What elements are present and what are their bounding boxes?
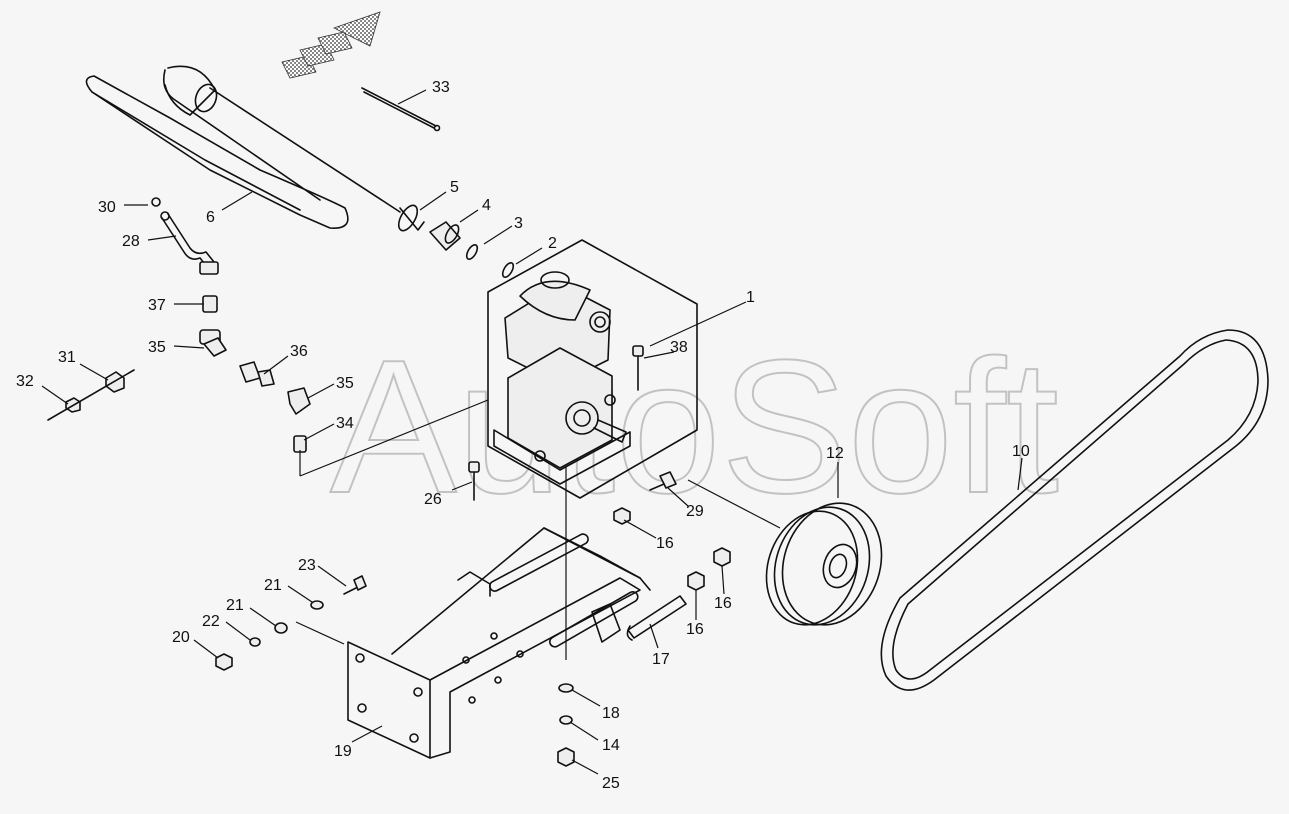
bracket-part-19 (347, 527, 651, 759)
nut-part-20 (215, 653, 233, 671)
v-belt-part-10 (880, 329, 1269, 691)
tie-strap-part-33 (361, 87, 441, 132)
callout-25: 25 (602, 775, 620, 792)
elbow-part-35-upper (199, 329, 227, 357)
callout-5: 5 (450, 179, 459, 196)
pipe-part-28 (160, 211, 219, 275)
washer-part-21-upper (310, 600, 324, 610)
nut-part-31 (105, 371, 125, 393)
plug-part-30 (151, 197, 161, 207)
bolt-part-23 (343, 575, 367, 595)
leader-lines (41, 89, 1023, 775)
fitting-part-4 (429, 221, 461, 251)
callout-12: 12 (826, 445, 844, 462)
callout-23: 23 (298, 557, 316, 574)
callout-30: 30 (98, 199, 116, 216)
callout-28: 28 (122, 233, 140, 250)
callout-38: 38 (670, 339, 688, 356)
nut-part-16-b (687, 571, 705, 591)
pulley-part-12 (765, 502, 883, 626)
callout-14: 14 (602, 737, 620, 754)
bolt-part-26 (468, 461, 480, 501)
callout-26: 26 (424, 491, 442, 508)
callout-21-a: 21 (226, 597, 244, 614)
elbow-part-35-lower (287, 387, 311, 415)
nipple-part-34 (293, 435, 307, 453)
seal-part-2 (501, 261, 515, 279)
callout-1: 1 (746, 289, 755, 306)
callout-16-b: 16 (714, 595, 732, 612)
nut-part-16-a (613, 507, 631, 525)
callout-20: 20 (172, 629, 190, 646)
forward-arrow-icon (281, 11, 381, 79)
callout-3: 3 (514, 215, 523, 232)
callout-18: 18 (602, 705, 620, 722)
callout-4: 4 (482, 197, 491, 214)
callout-6: 6 (206, 209, 215, 226)
clamp-part-5 (397, 204, 425, 232)
callout-35-a: 35 (148, 339, 166, 356)
washer-part-14 (559, 715, 573, 725)
callout-35-b: 35 (336, 375, 354, 392)
hose-part-6 (85, 65, 401, 229)
callout-17: 17 (652, 651, 670, 668)
tensioner-bolt-part-17 (626, 595, 687, 641)
connector-part-36 (239, 361, 275, 387)
callout-16-c: 16 (686, 621, 704, 638)
callout-29: 29 (686, 503, 704, 520)
washer-part-22 (249, 637, 261, 647)
callout-10: 10 (1012, 443, 1030, 460)
nut-part-16-c (713, 547, 731, 567)
callout-22: 22 (202, 613, 220, 630)
callout-21-b: 21 (264, 577, 282, 594)
callout-31: 31 (58, 349, 76, 366)
bolt-part-29 (649, 471, 677, 491)
callout-32: 32 (16, 373, 34, 390)
callout-19: 19 (334, 743, 352, 760)
callout-33: 33 (432, 79, 450, 96)
callout-37: 37 (148, 297, 166, 314)
washer-part-21-lower (274, 622, 288, 634)
compressor-part-1 (487, 239, 698, 499)
watermark: AutoSoft (330, 321, 1059, 533)
callout-36: 36 (290, 343, 308, 360)
nut-part-25 (557, 747, 575, 767)
callout-16-a: 16 (656, 535, 674, 552)
washer-part-18 (558, 683, 574, 693)
callout-labels: 1 2 3 4 5 6 10 12 14 16 16 16 17 18 19 2… (16, 79, 1030, 792)
nipple-part-37 (202, 295, 218, 313)
seal-part-3 (465, 243, 479, 261)
bolt-part-38 (632, 345, 644, 391)
callout-34: 34 (336, 415, 354, 432)
callout-2: 2 (548, 235, 557, 252)
